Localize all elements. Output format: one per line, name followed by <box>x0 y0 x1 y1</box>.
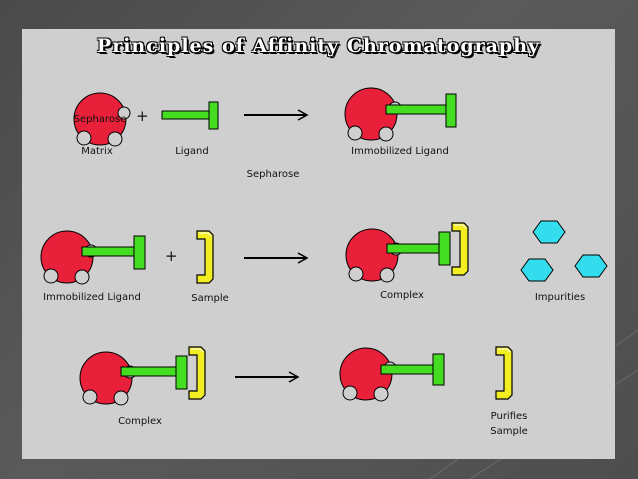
sepharose-note: Sepharose <box>247 169 300 180</box>
purified-sample-label-line1: Purifies <box>491 411 528 422</box>
row2-complex <box>345 222 469 283</box>
row3-immobilized-ligand <box>339 347 445 402</box>
row3-arrow <box>235 371 300 383</box>
diagram-title: Principles of Affinity Chromatography <box>96 35 541 57</box>
matrix-inner-label: Sepharose <box>74 114 127 125</box>
row3-complex <box>79 346 206 406</box>
impurities-group <box>520 220 608 282</box>
diagram-panel: Principles of Affinity Chromatography Se… <box>22 29 615 459</box>
immobilized-ligand-label-2: Immobilized Ligand <box>43 292 141 303</box>
complex-label-1: Complex <box>380 290 424 301</box>
complex-label-2: Complex <box>118 416 162 427</box>
purified-sample-label-line2: Sample <box>490 426 528 437</box>
row1-immobilized-ligand <box>344 87 457 142</box>
sample-label: Sample <box>191 293 229 304</box>
row1-matrix: Sepharose <box>73 92 131 147</box>
row1-arrow <box>244 109 309 121</box>
row2-immobilized-ligand <box>40 230 146 285</box>
matrix-label: Matrix <box>81 146 113 157</box>
diagram-canvas: Sepharose + Matrix Ligand Immobilized Li… <box>40 87 608 437</box>
row1-plus: + <box>136 107 149 125</box>
purified-sample <box>495 346 513 400</box>
impurities-label: Impurities <box>535 292 585 303</box>
row1-ligand <box>161 101 219 130</box>
ligand-label: Ligand <box>175 146 209 157</box>
row2-plus: + <box>165 247 178 265</box>
immobilized-ligand-label-1: Immobilized Ligand <box>351 146 449 157</box>
row2-sample <box>196 230 214 284</box>
row2-arrow <box>244 252 309 264</box>
